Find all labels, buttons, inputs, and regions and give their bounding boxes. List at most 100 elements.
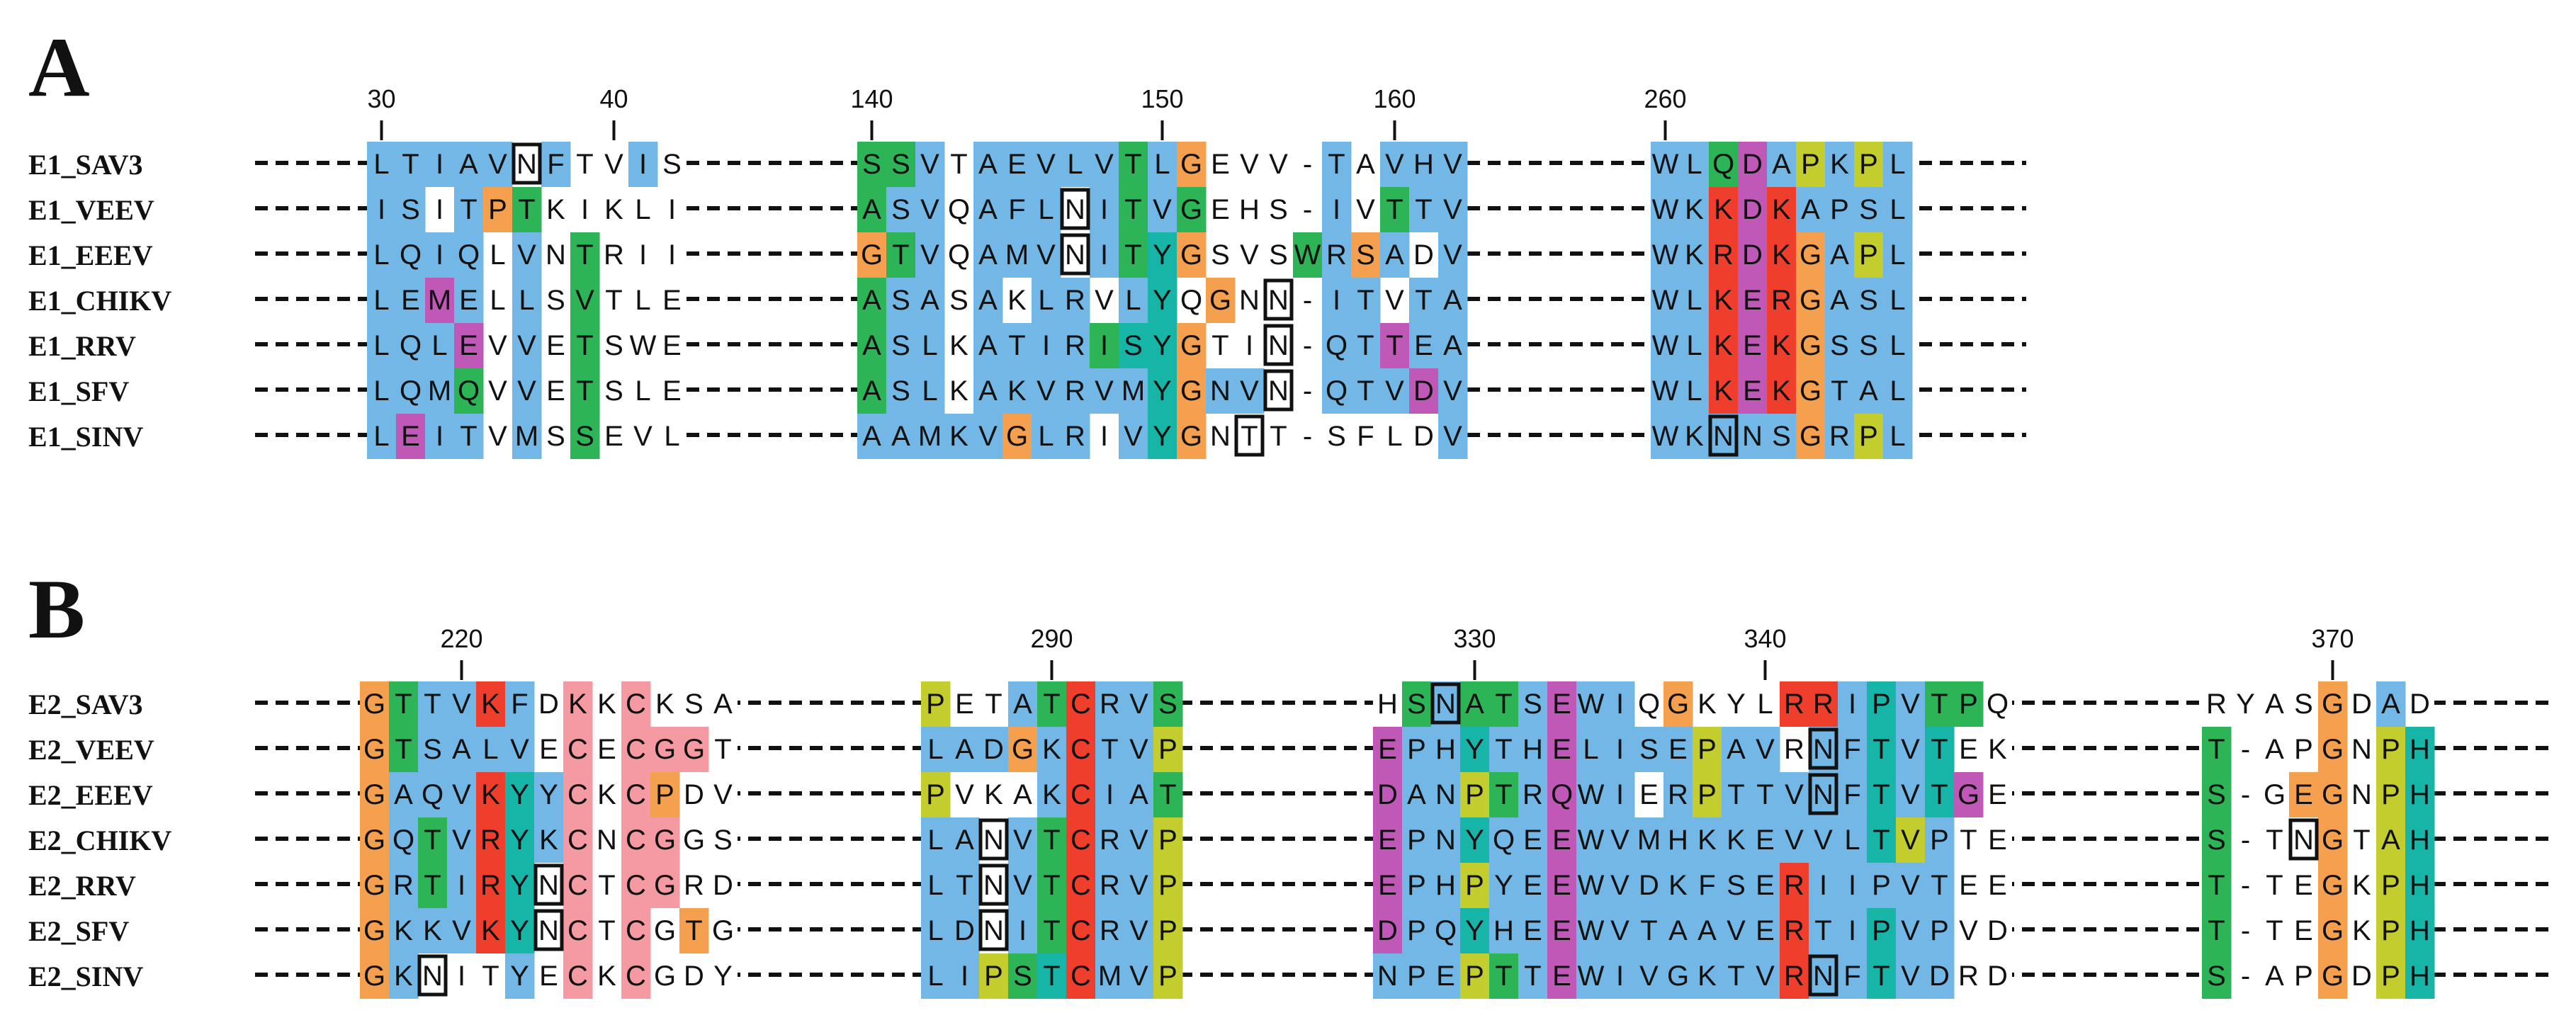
- residue: G: [1180, 375, 1202, 407]
- residue: E: [1007, 149, 1027, 180]
- residue-highlight: [396, 323, 426, 368]
- residue-highlight: [1780, 953, 1809, 999]
- residue-highlight: [1032, 278, 1061, 323]
- residue-highlight: [1809, 817, 1838, 863]
- residue-highlight: [1896, 681, 1926, 727]
- residue: D: [713, 870, 733, 901]
- residue-highlight: [650, 727, 680, 772]
- residue: L: [922, 375, 937, 407]
- residue-highlight: [1380, 142, 1410, 187]
- residue: T: [1101, 734, 1118, 765]
- residue: E: [401, 421, 420, 452]
- residue-highlight: [1090, 323, 1119, 368]
- residue: G: [2322, 689, 2344, 720]
- residue-highlight: [1809, 772, 1838, 817]
- residue: A: [920, 285, 939, 316]
- residue: L: [635, 375, 650, 407]
- residue: V: [1901, 825, 1920, 856]
- residue: W: [1578, 915, 1605, 946]
- residue-highlight: [1883, 187, 1913, 232]
- residue: K: [1668, 870, 1688, 901]
- residue: R: [1668, 779, 1688, 810]
- residue-highlight: [454, 323, 484, 368]
- residue-highlight: [1576, 772, 1606, 817]
- residue-highlight: [505, 953, 535, 999]
- residue: S: [423, 734, 442, 765]
- residue: T: [576, 239, 593, 271]
- residue: Q: [1712, 149, 1734, 180]
- residue: V: [1095, 375, 1114, 407]
- residue-highlight: [1460, 863, 1490, 908]
- residue: -: [2241, 734, 2250, 765]
- position-label: 290: [1030, 624, 1073, 653]
- residue: L: [1889, 194, 1905, 225]
- glycosylation-site-box: [1430, 682, 1461, 725]
- residue: R: [1784, 961, 1804, 992]
- residue-highlight: [1402, 772, 1432, 817]
- residue-highlight: [1380, 187, 1410, 232]
- residue-highlight: [2318, 953, 2348, 999]
- residue: C: [567, 915, 588, 946]
- residue: T: [1043, 870, 1060, 901]
- residue: A: [2381, 825, 2400, 856]
- residue-highlight: [886, 187, 916, 232]
- residue: G: [1209, 285, 1231, 316]
- residue: E: [1523, 915, 1542, 946]
- residue-highlight: [1634, 817, 1664, 863]
- residue: A: [1443, 330, 1462, 361]
- residue-highlight: [425, 368, 455, 414]
- residue: V: [1129, 825, 1148, 856]
- residue-highlight: [1518, 772, 1548, 817]
- residue: W: [1578, 870, 1605, 901]
- residue: D: [983, 734, 1004, 765]
- residue: T: [518, 194, 535, 225]
- residue: L: [1844, 825, 1860, 856]
- residue: K: [1772, 239, 1791, 271]
- residue: V: [1385, 149, 1404, 180]
- residue-highlight: [1663, 863, 1693, 908]
- residue: F: [1843, 734, 1860, 765]
- residue: I: [1100, 194, 1108, 225]
- residue-highlight: [1438, 187, 1468, 232]
- residue-highlight: [1751, 863, 1780, 908]
- residue-highlight: [2405, 817, 2435, 863]
- residue: T: [1124, 149, 1141, 180]
- residue-highlight: [1460, 772, 1490, 817]
- residue: P: [1407, 915, 1426, 946]
- residue: L: [927, 870, 943, 901]
- residue: V: [1129, 734, 1148, 765]
- residue: W: [1652, 194, 1679, 225]
- residue-highlight: [512, 232, 542, 278]
- residue-highlight: [1634, 953, 1664, 999]
- residue: D: [1377, 915, 1398, 946]
- residue: P: [926, 779, 945, 810]
- residue: H: [1435, 870, 1456, 901]
- residue-highlight: [1809, 908, 1838, 953]
- residue: V: [1727, 915, 1746, 946]
- residue: V: [1443, 421, 1462, 452]
- residue-highlight: [1954, 772, 1984, 817]
- residue-highlight: [1825, 142, 1855, 187]
- residue-highlight: [1547, 817, 1577, 863]
- residue: Q: [948, 239, 970, 271]
- residue: N: [597, 825, 617, 856]
- residue: D: [1742, 149, 1763, 180]
- residue: P: [984, 961, 1003, 992]
- glycosylation-site-box: [1263, 369, 1294, 412]
- residue: W: [1578, 961, 1605, 992]
- residue-highlight: [1489, 772, 1519, 817]
- residue: V: [1814, 825, 1833, 856]
- residue: A: [1801, 194, 1820, 225]
- residue: T: [1159, 779, 1176, 810]
- residue-highlight: [1322, 142, 1352, 187]
- residue: V: [1901, 689, 1920, 720]
- residue: E: [597, 734, 616, 765]
- residue-highlight: [1780, 908, 1809, 953]
- residue: V: [488, 421, 507, 452]
- residue: K: [1007, 285, 1027, 316]
- residue: Q: [1493, 825, 1515, 856]
- residue: P: [1697, 779, 1717, 810]
- residue: A: [1772, 149, 1791, 180]
- residue: T: [2208, 870, 2225, 901]
- residue: T: [395, 689, 412, 720]
